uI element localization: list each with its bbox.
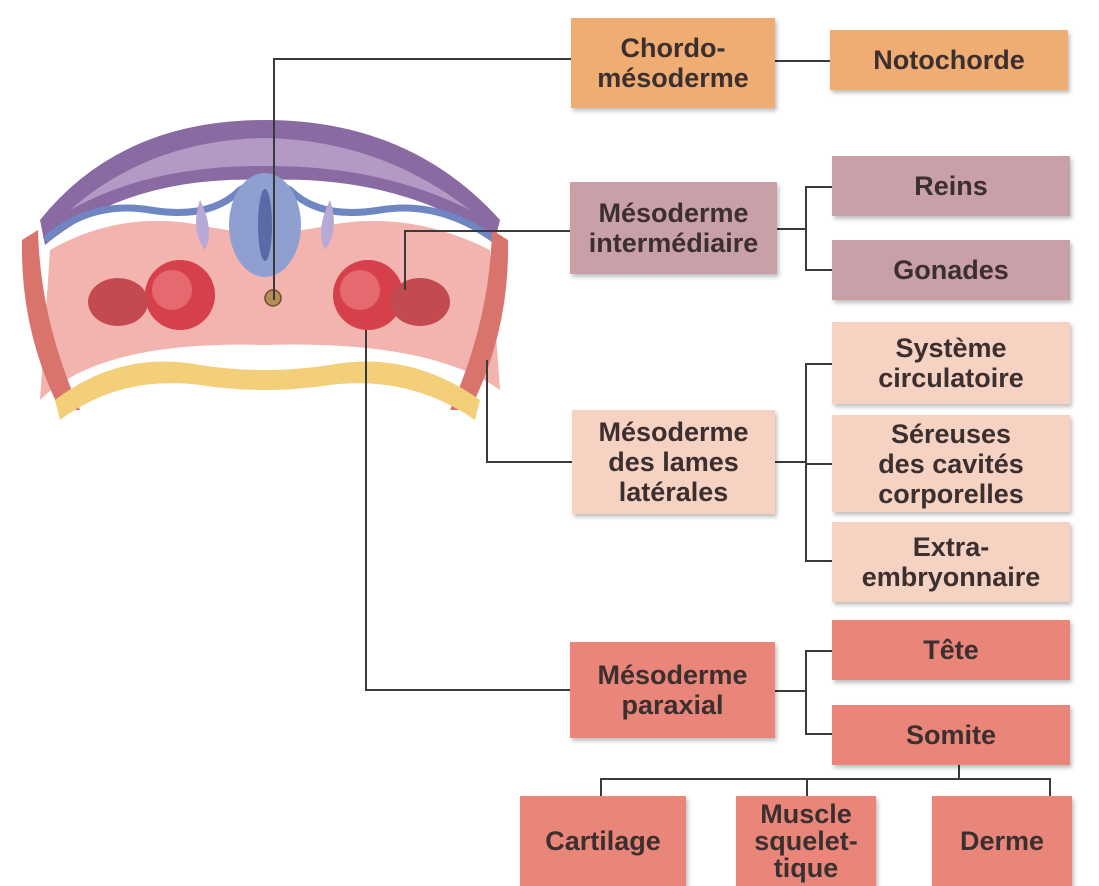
systeme-circulatoire-box: Système circulatoire xyxy=(832,322,1070,404)
connector-line xyxy=(404,230,406,290)
muscle-squelettique-label: Muscle squelet- tique xyxy=(754,801,858,882)
derme-label: Derme xyxy=(960,826,1044,856)
extra-embryonnaire-box: Extra- embryonnaire xyxy=(832,522,1070,602)
connector-line xyxy=(775,60,830,62)
connector-line xyxy=(805,363,832,365)
tete-box: Tête xyxy=(832,620,1070,680)
derme-box: Derme xyxy=(932,796,1072,886)
notochorde-box: Notochorde xyxy=(830,30,1068,90)
connector-line xyxy=(486,360,488,462)
mesoderme-paraxial-box: Mésoderme paraxial xyxy=(570,642,775,738)
connector-line xyxy=(600,778,1050,780)
connector-line xyxy=(775,461,805,463)
mesoderme-intermediaire-label: Mésoderme intermédiaire xyxy=(589,198,759,258)
notochorde-label: Notochorde xyxy=(873,45,1025,75)
connector-line xyxy=(805,560,832,562)
sereuses-box: Séreuses des cavités corporelles xyxy=(832,415,1070,512)
mesoderme-lames-laterales-label: Mésoderme des lames latérales xyxy=(598,417,748,507)
tete-label: Tête xyxy=(923,635,979,665)
connector-line xyxy=(600,778,602,796)
mesoderme-paraxial-label: Mésoderme paraxial xyxy=(597,660,747,720)
connector-line xyxy=(806,778,808,796)
connector-line xyxy=(805,186,807,270)
extra-embryonnaire-label: Extra- embryonnaire xyxy=(862,532,1041,592)
cartilage-box: Cartilage xyxy=(520,796,686,886)
connector-line xyxy=(805,186,832,188)
connector-line xyxy=(805,363,807,561)
gonades-label: Gonades xyxy=(893,255,1009,285)
connector-line xyxy=(805,463,832,465)
mesoderme-lames-laterales-box: Mésoderme des lames latérales xyxy=(572,410,775,514)
cartilage-label: Cartilage xyxy=(545,826,661,856)
sereuses-label: Séreuses des cavités corporelles xyxy=(878,419,1024,509)
connector-line xyxy=(805,650,832,652)
connector-line xyxy=(777,228,805,230)
connector-line xyxy=(365,330,367,690)
somite-box: Somite xyxy=(832,705,1070,765)
gonades-box: Gonades xyxy=(832,240,1070,300)
reins-box: Reins xyxy=(832,156,1070,216)
connector-line xyxy=(273,58,571,60)
connector-line xyxy=(775,690,805,692)
chordo-mesoderme-label: Chordo- mésoderme xyxy=(597,33,749,93)
mesoderme-intermediaire-box: Mésoderme intermédiaire xyxy=(570,182,777,274)
connector-line xyxy=(1049,778,1051,796)
connector-line xyxy=(805,269,832,271)
somite-label: Somite xyxy=(906,720,996,750)
muscle-squelettique-box: Muscle squelet- tique xyxy=(736,796,876,886)
connector-line xyxy=(805,650,807,734)
connector-line xyxy=(958,765,960,779)
connector-line xyxy=(486,461,572,463)
connector-line xyxy=(404,230,570,232)
systeme-circulatoire-label: Système circulatoire xyxy=(878,333,1024,393)
connector-line xyxy=(365,689,570,691)
reins-label: Reins xyxy=(914,171,988,201)
connector-line xyxy=(805,733,832,735)
connector-line xyxy=(273,58,275,300)
chordo-mesoderme-box: Chordo- mésoderme xyxy=(571,18,775,108)
